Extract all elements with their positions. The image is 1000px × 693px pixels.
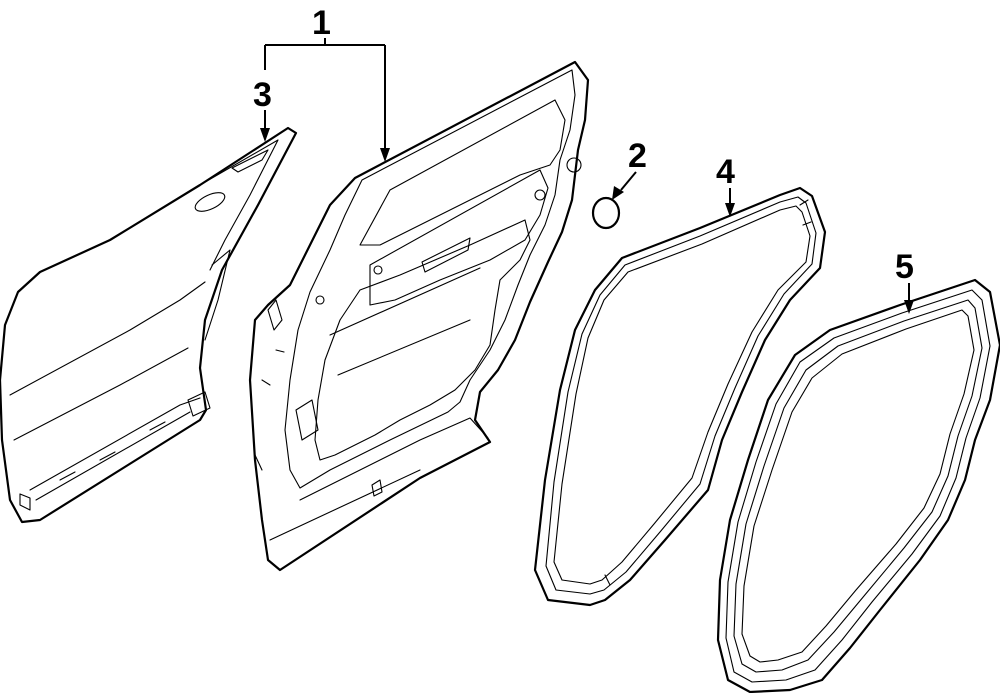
leader-3 — [260, 110, 270, 142]
callout-4[interactable]: 4 — [716, 153, 735, 191]
door-outer-panel[interactable] — [0, 126, 298, 524]
leader-2 — [612, 171, 637, 200]
door-weatherstrip-outer[interactable] — [533, 186, 827, 607]
leader-4 — [725, 188, 735, 217]
callout-2[interactable]: 2 — [628, 137, 647, 175]
plug-hole-cover[interactable] — [591, 196, 621, 230]
callout-1[interactable]: 1 — [312, 4, 331, 42]
callout-3[interactable]: 3 — [253, 76, 272, 114]
callout-5[interactable]: 5 — [895, 248, 914, 286]
door-weatherstrip-inner[interactable] — [716, 278, 1000, 693]
door-inner-frame[interactable] — [248, 60, 590, 572]
leader-1 — [264, 38, 390, 162]
